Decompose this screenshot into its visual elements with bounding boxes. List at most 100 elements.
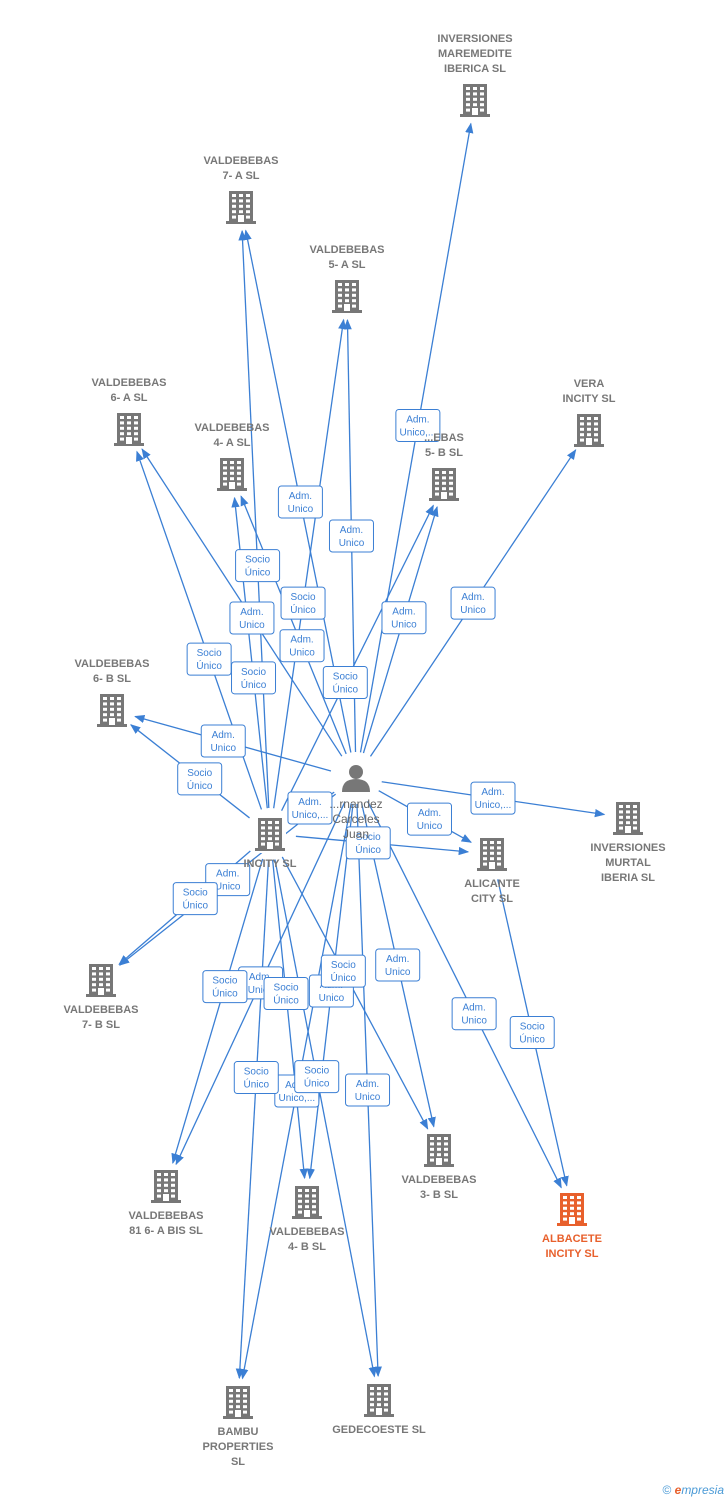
edge-label-text: Único bbox=[290, 603, 316, 616]
edge-label-text: Unico bbox=[355, 1092, 381, 1103]
edge-label-p1-to-vera_incity[interactable]: Adm. Unico bbox=[450, 586, 496, 620]
building-icon bbox=[477, 838, 507, 871]
edge-label-text: Unico,... bbox=[292, 810, 329, 821]
edge-label-text: Único bbox=[304, 1077, 330, 1090]
edge-p1-to-valdebebas_4a bbox=[240, 495, 347, 755]
edge-label-text: Unico bbox=[248, 985, 274, 996]
edge-incity-to-valdebebas_5a bbox=[273, 318, 347, 809]
company-label: INCITY SL bbox=[546, 1248, 599, 1260]
edge-label-text: Unico bbox=[461, 1016, 487, 1027]
edge-label-text: Adm. bbox=[462, 1003, 485, 1014]
person-icon bbox=[342, 765, 370, 792]
building-icon bbox=[86, 964, 116, 997]
edge-label-p1-to-gedecoeste[interactable]: Adm.Unico bbox=[345, 1073, 391, 1107]
company-label: VERA bbox=[574, 378, 605, 390]
edge-label-text: Socio bbox=[333, 672, 358, 683]
edge-label-p1-to-inv_maremedite[interactable]: Adm.Unico,... bbox=[395, 408, 441, 442]
edge-label-p1-to-valdebebas_5a[interactable]: Adm.Unico bbox=[328, 519, 374, 553]
edge-label-p1-to-inv_murtal[interactable]: Adm.Unico,... bbox=[470, 781, 516, 815]
company-label: INVERSIONES bbox=[590, 842, 665, 854]
edge-label-p1-to-incity[interactable]: Adm.Unico,... bbox=[287, 791, 333, 825]
edge-label-p1-to-alicante_city[interactable]: Adm.Unico bbox=[406, 802, 452, 836]
edge-label-text: Unico bbox=[417, 821, 443, 832]
person-label: ...rnandez bbox=[329, 797, 382, 811]
edge-label-text: Unico bbox=[460, 605, 486, 616]
building-icon bbox=[424, 1134, 454, 1167]
brand-logo[interactable]: empresia bbox=[675, 1483, 724, 1497]
edge-label-box bbox=[263, 977, 309, 1011]
edge-label-p1-to-valdebebas_4a[interactable]: Adm.Unico bbox=[279, 629, 325, 663]
company-label: BAMBU bbox=[218, 1426, 259, 1438]
edge-label-text: Unico bbox=[339, 538, 365, 549]
edge-label-box bbox=[233, 1061, 279, 1095]
edge-label-p1-to-valdebebas_6b[interactable]: Adm.Unico bbox=[200, 724, 246, 758]
company-label: ALBACETE bbox=[542, 1233, 602, 1245]
edge-label-box bbox=[280, 586, 326, 620]
edge-incity-to-valdebebas_4b bbox=[271, 859, 308, 1180]
company-node-albacete_incity[interactable]: ALBACETE INCITY SL bbox=[542, 1191, 602, 1260]
edge-label-text: Único bbox=[196, 659, 222, 672]
edge-incity-to-bambu bbox=[235, 859, 270, 1380]
building-icon bbox=[574, 414, 604, 447]
edge-label-text: Único bbox=[355, 843, 381, 856]
edge-label-text: Socio bbox=[187, 768, 212, 779]
edge-label-text: Adm. bbox=[249, 972, 272, 983]
building-icon bbox=[255, 818, 285, 851]
edge-label-box bbox=[229, 601, 275, 635]
edge-label-text: Unico bbox=[289, 648, 315, 659]
edge-label-text: Adm. bbox=[289, 491, 312, 502]
edge-label-p1-to-albacete_incity[interactable]: Adm. Unico bbox=[451, 997, 497, 1031]
edge-label-text: Adm. bbox=[406, 414, 429, 425]
company-label: PROPERTIES bbox=[203, 1441, 274, 1453]
edge-label-text: Adm. bbox=[461, 592, 484, 603]
edge-label-box bbox=[172, 882, 218, 916]
company-label: ...EBAS bbox=[424, 432, 464, 444]
edge-label-p1-to-valdebebas_3b[interactable]: Adm.Unico bbox=[375, 948, 421, 982]
edge-label-p1-to-valdebebas_6a[interactable]: Adm.Unico bbox=[229, 601, 275, 635]
company-node-gedecoeste[interactable]: GEDECOESTE SL bbox=[332, 1382, 426, 1436]
edge-label-p1-to-valdebebas_5b[interactable]: Adm.Unico bbox=[381, 601, 427, 635]
company-label: VALDEBEBAS bbox=[402, 1174, 477, 1186]
edge-labels-layer: Adm.Unico,...Adm.UnicoAdm.UnicoAdm.Unico… bbox=[172, 408, 555, 1108]
edge-label-text: Unico bbox=[210, 743, 236, 754]
company-node-incity[interactable]: INCITY SL bbox=[244, 816, 297, 870]
company-label: 7- B SL bbox=[82, 1019, 120, 1031]
building-icon bbox=[217, 458, 247, 491]
edge-label-box bbox=[345, 826, 391, 860]
building-icon bbox=[557, 1193, 587, 1226]
company-label: VALDEBEBAS bbox=[75, 658, 150, 670]
edge-label-p1-to-valdebebas_7a[interactable]: Adm.Unico bbox=[277, 485, 323, 519]
